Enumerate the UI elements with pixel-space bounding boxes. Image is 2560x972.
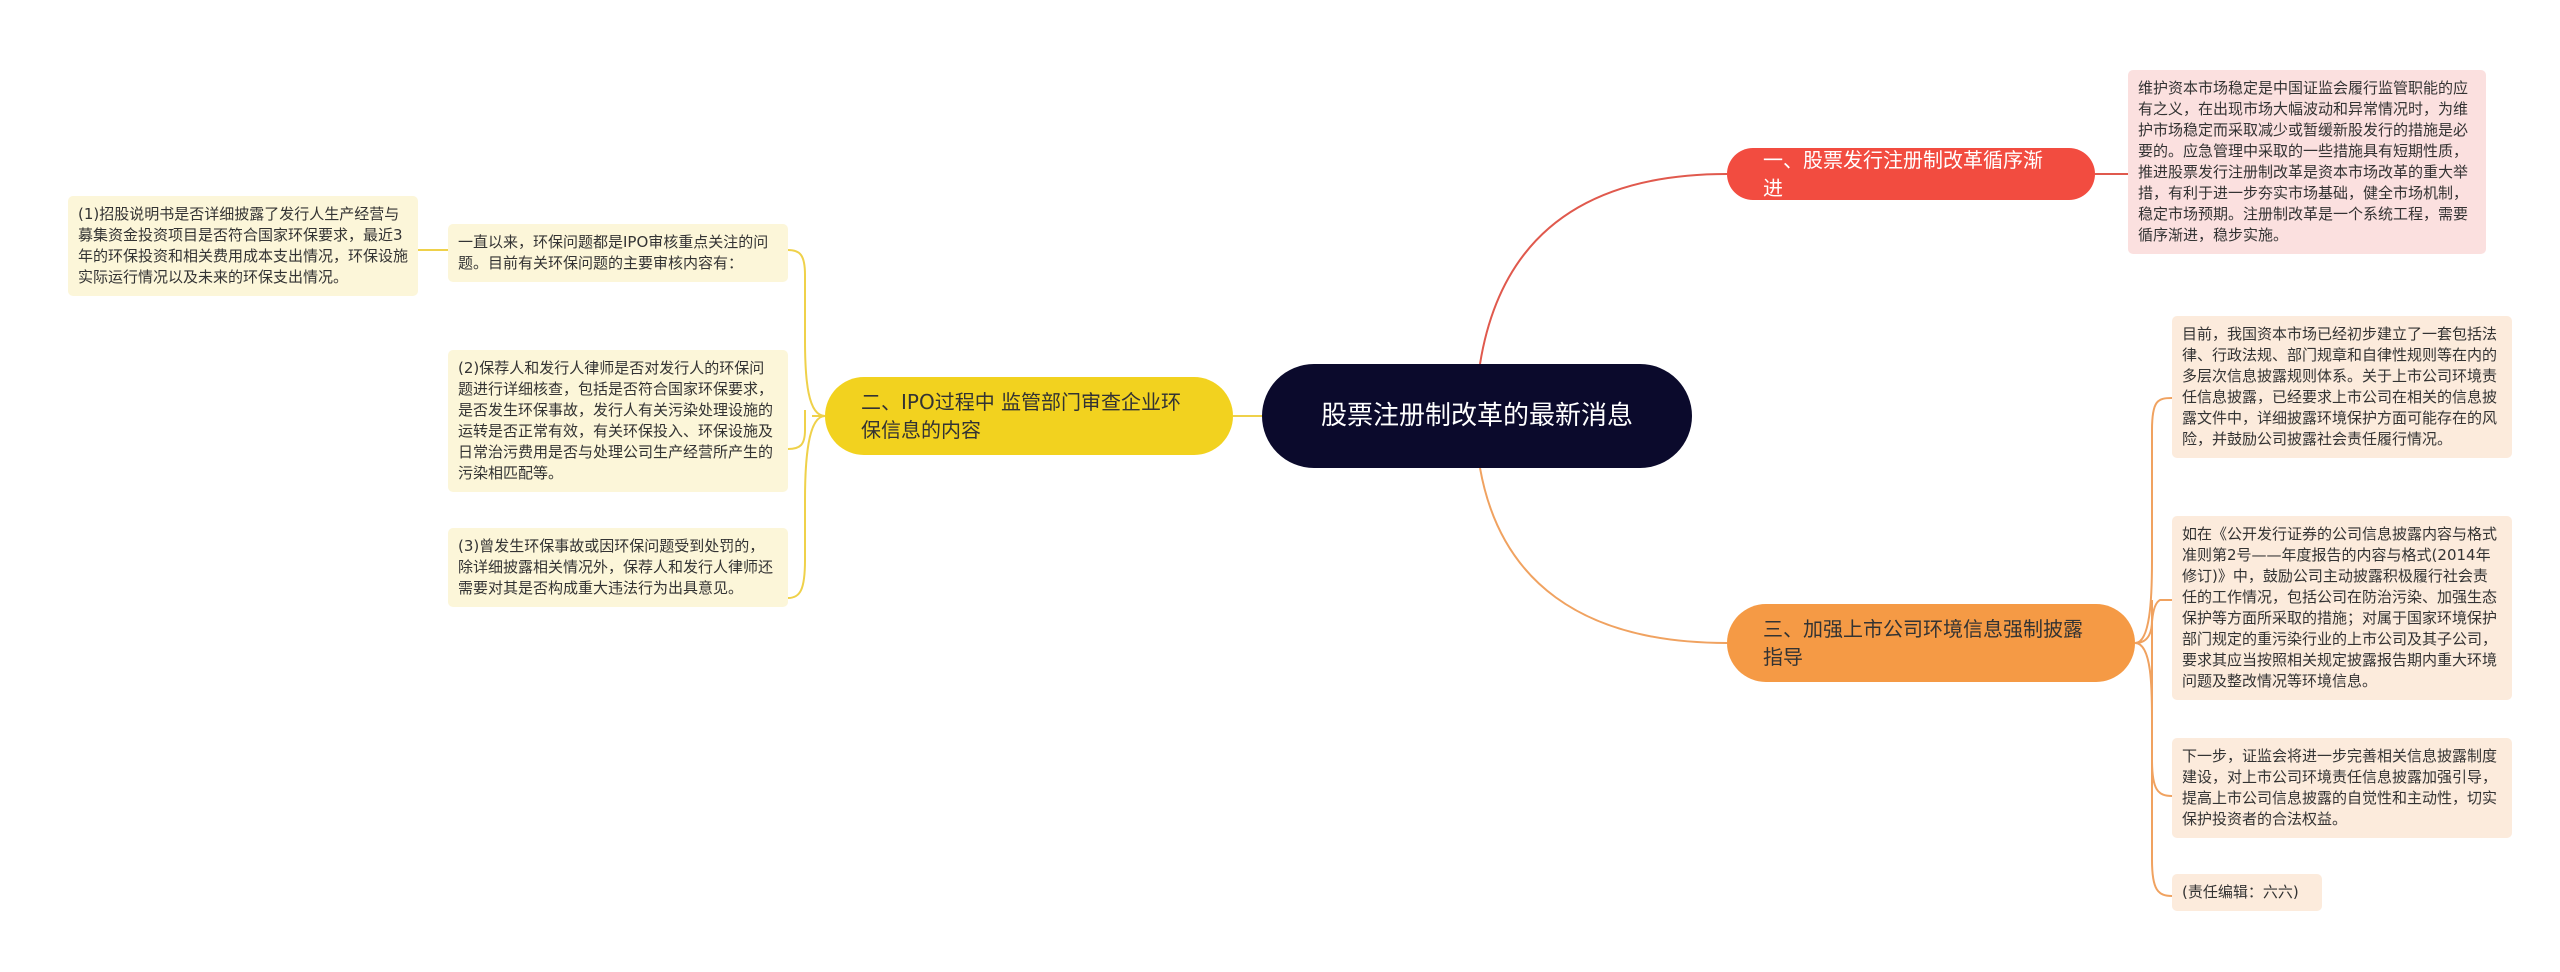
- branch-3-leaf-3[interactable]: 下一步，证监会将进一步完善相关信息披露制度建设，对上市公司环境责任信息披露加强引…: [2172, 738, 2512, 838]
- edge-center-branch3: [1479, 467, 1728, 644]
- branch-2-leaf-1[interactable]: 一直以来，环保问题都是IPO审核重点关注的问题。目前有关环保问题的主要审核内容有…: [448, 224, 788, 282]
- branch-3-label: 三、加强上市公司环境信息强制披露指导: [1763, 617, 2083, 669]
- branch-2-label: 二、IPO过程中 监管部门审查企业环保信息的内容: [861, 390, 1182, 442]
- leaf-text: (2)保荐人和发行人律师是否对发行人的环保问题进行详细核查，包括是否符合国家环保…: [458, 359, 774, 482]
- leaf-text: 一直以来，环保问题都是IPO审核重点关注的问题。目前有关环保问题的主要审核内容有…: [458, 233, 769, 272]
- central-topic-label: 股票注册制改革的最新消息: [1320, 401, 1633, 431]
- leaf-text: (1)招股说明书是否详细披露了发行人生产经营与募集资金投资项目是否符合国家环保要…: [78, 205, 409, 286]
- branch-2-leaf-3[interactable]: (3)曾发生环保事故或因环保问题受到处罚的，除详细披露相关情况外，保荐人和发行人…: [448, 528, 788, 607]
- edge-branch3-spine: [2134, 397, 2173, 897]
- leaf-text: 目前，我国资本市场已经初步建立了一套包括法律、行政法规、部门规章和自律性规则等在…: [2182, 325, 2498, 448]
- leaf-text: (责任编辑：六六): [2182, 883, 2299, 901]
- branch-3-leaf-2[interactable]: 如在《公开发行证券的公司信息披露内容与格式准则第2号——年度报告的内容与格式(2…: [2172, 516, 2512, 700]
- branch-1-label: 一、股票发行注册制改革循序渐进: [1763, 148, 2043, 200]
- leaf-text: 如在《公开发行证券的公司信息披露内容与格式准则第2号——年度报告的内容与格式(2…: [2182, 525, 2498, 690]
- central-topic[interactable]: 股票注册制改革的最新消息: [1262, 364, 1692, 468]
- leaf-text: 下一步，证监会将进一步完善相关信息披露制度建设，对上市公司环境责任信息披露加强引…: [2182, 747, 2498, 828]
- branch-3-leaf-4[interactable]: (责任编辑：六六): [2172, 874, 2322, 911]
- branch-2[interactable]: 二、IPO过程中 监管部门审查企业环保信息的内容: [825, 377, 1233, 455]
- branch-2-leaf-2[interactable]: (2)保荐人和发行人律师是否对发行人的环保问题进行详细核查，包括是否符合国家环保…: [448, 350, 788, 492]
- branch-3-leaf-1[interactable]: 目前，我国资本市场已经初步建立了一套包括法律、行政法规、部门规章和自律性规则等在…: [2172, 316, 2512, 458]
- branch-1[interactable]: 一、股票发行注册制改革循序渐进: [1727, 148, 2095, 200]
- edge-center-branch1: [1479, 173, 1728, 365]
- edge-branch2-spine: [787, 249, 826, 599]
- leaf-text: 维护资本市场稳定是中国证监会履行监管职能的应有之义，在出现市场大幅波动和异常情况…: [2138, 79, 2469, 244]
- branch-3[interactable]: 三、加强上市公司环境信息强制披露指导: [1727, 604, 2135, 682]
- branch-1-leaf-1[interactable]: 维护资本市场稳定是中国证监会履行监管职能的应有之义，在出现市场大幅波动和异常情况…: [2128, 70, 2486, 254]
- leaf-text: (3)曾发生环保事故或因环保问题受到处罚的，除详细披露相关情况外，保荐人和发行人…: [458, 537, 774, 597]
- branch-2-subleaf-1[interactable]: (1)招股说明书是否详细披露了发行人生产经营与募集资金投资项目是否符合国家环保要…: [68, 196, 418, 296]
